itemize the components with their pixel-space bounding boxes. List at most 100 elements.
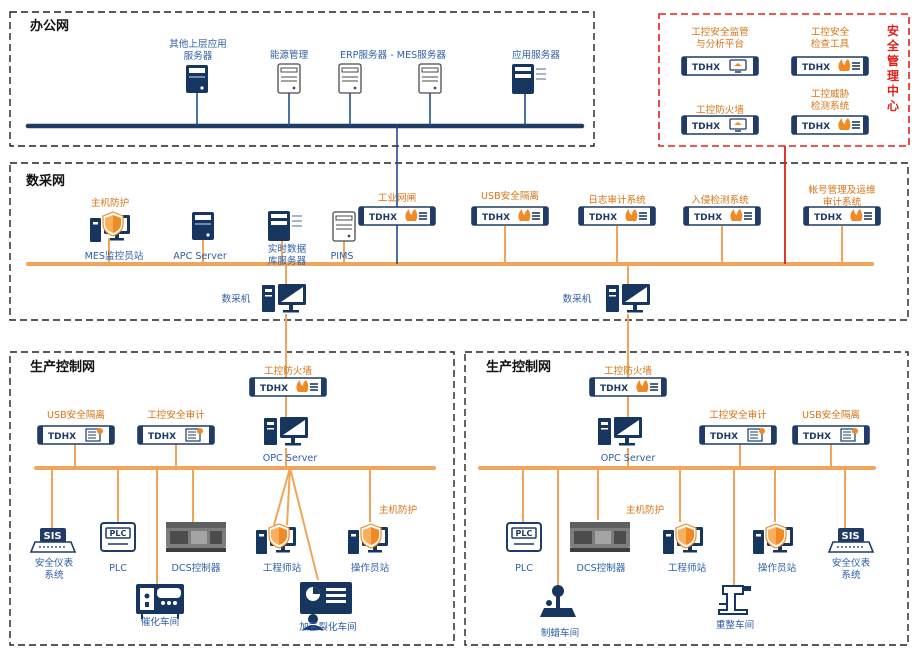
- left-workshop-hydrocracking[interactable]: 加氢裂化车间: [299, 582, 357, 633]
- prod-right-zone-title: 生产控制网: [486, 359, 551, 375]
- erp-server[interactable]: [338, 63, 362, 94]
- left-usb-isolation[interactable]: USB安全隔离: [37, 409, 115, 445]
- svg-text:制蜡车间: 制蜡车间: [541, 627, 579, 639]
- svg-text:工控安全审计: 工控安全审计: [709, 409, 767, 421]
- svg-text:主机防护: 主机防护: [626, 504, 664, 516]
- svg-text:工业网闸: 工业网闸: [378, 192, 416, 204]
- svg-text:实时数据: 实时数据: [268, 243, 307, 255]
- apc-server[interactable]: APC Server: [173, 212, 227, 262]
- svg-text:检查工具: 检查工具: [811, 38, 850, 50]
- svg-text:APC Server: APC Server: [173, 251, 227, 262]
- right-workshop-wax[interactable]: 制蜡车间: [540, 585, 579, 639]
- svg-text:系统: 系统: [841, 569, 861, 581]
- svg-text:日志审计系统: 日志审计系统: [588, 194, 646, 206]
- svg-text:工控威胁: 工控威胁: [811, 88, 850, 100]
- left-plc[interactable]: PLC: [100, 522, 136, 574]
- left-security-audit[interactable]: 工控安全审计: [137, 409, 215, 445]
- collection-zone-title: 数采网: [26, 173, 65, 189]
- left-operator-station[interactable]: 主机防护 操作员站: [347, 504, 417, 574]
- svg-text:工控安全: 工控安全: [811, 26, 850, 38]
- svg-text:USB安全隔离: USB安全隔离: [481, 190, 539, 202]
- svg-text:服务器: 服务器: [184, 50, 213, 62]
- right-opc-server[interactable]: OPC Server: [598, 417, 655, 464]
- left-engineer-station[interactable]: 工程师站: [255, 523, 302, 574]
- app-server[interactable]: 应用服务器: [511, 49, 560, 95]
- svg-text:操作员站: 操作员站: [758, 562, 797, 574]
- erp-mes-label: ERP服务器 - MES服务器: [340, 49, 446, 61]
- svg-text:USB安全隔离: USB安全隔离: [47, 409, 105, 421]
- ics-threat-detection[interactable]: 工控威胁 检测系统: [791, 88, 869, 135]
- svg-text:操作员站: 操作员站: [351, 562, 390, 574]
- realtime-db-server[interactable]: 实时数据 库服务器: [267, 210, 307, 267]
- right-sis[interactable]: 安全仪表 系统: [828, 527, 874, 581]
- svg-text:审计系统: 审计系统: [823, 196, 862, 208]
- left-dcs-controller[interactable]: DCS控制器: [166, 522, 226, 574]
- svg-text:其他上层应用: 其他上层应用: [169, 38, 227, 50]
- right-firewall[interactable]: 工控防火墙: [589, 365, 667, 397]
- svg-text:主机防护: 主机防护: [379, 504, 417, 516]
- svg-text:DCS控制器: DCS控制器: [577, 562, 626, 574]
- svg-text:心: 心: [887, 99, 899, 113]
- office-zone-title: 办公网: [30, 18, 69, 34]
- svg-text:OPC Server: OPC Server: [263, 453, 318, 464]
- data-collection-zone: [9, 162, 909, 321]
- right-engineer-station[interactable]: 主机防护 工程师站: [626, 504, 707, 574]
- production-right-zone: [464, 351, 909, 646]
- right-security-audit[interactable]: 工控安全审计: [699, 409, 777, 445]
- svg-text:系统: 系统: [44, 569, 64, 581]
- svg-text:工控防火墙: 工控防火墙: [604, 365, 652, 377]
- svg-text:全: 全: [886, 38, 900, 53]
- svg-text:数采机: 数采机: [222, 293, 251, 305]
- right-operator-station[interactable]: 操作员站: [752, 523, 797, 574]
- svg-text:帐号管理及运维: 帐号管理及运维: [808, 184, 876, 196]
- svg-text:DCS控制器: DCS控制器: [172, 562, 221, 574]
- other-app-server[interactable]: 其他上层应用 服务器: [169, 38, 227, 93]
- svg-text:主机防护: 主机防护: [91, 197, 129, 209]
- svg-text:催化车间: 催化车间: [141, 616, 179, 628]
- svg-text:PLC: PLC: [515, 563, 533, 574]
- svg-text:理: 理: [887, 69, 899, 83]
- left-workshop-catalytic[interactable]: 催化车间: [135, 583, 185, 628]
- left-sis[interactable]: 安全仪表 系统: [30, 527, 76, 581]
- mes-monitor-station[interactable]: 主机防护 MES监控员站: [85, 197, 144, 262]
- data-collector-left[interactable]: 数采机: [222, 284, 306, 313]
- production-left-zone: [9, 351, 455, 646]
- svg-text:库服务器: 库服务器: [268, 255, 307, 267]
- data-collector-right[interactable]: 数采机: [563, 284, 650, 313]
- svg-text:USB安全隔离: USB安全隔离: [802, 409, 860, 421]
- svg-text:能源管理: 能源管理: [270, 49, 309, 61]
- intrusion-detection-system[interactable]: 入侵检测系统: [683, 194, 761, 226]
- right-workshop-reforming[interactable]: 重整车间: [716, 585, 754, 631]
- pims-server[interactable]: PIMS: [331, 211, 356, 262]
- svg-text:工程师站: 工程师站: [263, 562, 302, 574]
- svg-text:检测系统: 检测系统: [811, 100, 850, 112]
- svg-text:管: 管: [887, 53, 899, 68]
- account-audit-system[interactable]: 帐号管理及运维 审计系统: [803, 184, 881, 226]
- prod-left-zone-title: 生产控制网: [30, 359, 95, 375]
- svg-text:加氢裂化车间: 加氢裂化车间: [299, 621, 357, 633]
- svg-text:OPC Server: OPC Server: [601, 453, 656, 464]
- log-audit-system[interactable]: 日志审计系统: [578, 194, 656, 226]
- right-dcs-controller[interactable]: DCS控制器: [570, 522, 630, 574]
- right-usb-isolation[interactable]: USB安全隔离: [792, 409, 870, 445]
- svg-text:安: 安: [887, 23, 899, 38]
- left-opc-server[interactable]: OPC Server: [263, 417, 318, 464]
- ics-check-tool[interactable]: 工控安全 检查工具: [791, 26, 869, 76]
- left-firewall[interactable]: 工控防火墙: [249, 365, 327, 397]
- svg-text:MES监控员站: MES监控员站: [85, 250, 144, 262]
- industrial-gateway[interactable]: 工业网闸: [358, 192, 436, 226]
- svg-text:工程师站: 工程师站: [668, 562, 707, 574]
- svg-text:工控安全审计: 工控安全审计: [147, 409, 205, 421]
- svg-text:数采机: 数采机: [563, 293, 592, 305]
- svg-text:应用服务器: 应用服务器: [512, 49, 560, 61]
- right-plc[interactable]: PLC: [506, 522, 542, 574]
- svg-text:PLC: PLC: [109, 563, 127, 574]
- ics-firewall-center[interactable]: 工控防火墙: [681, 104, 759, 135]
- mes-server[interactable]: [418, 63, 442, 94]
- svg-text:与分析平台: 与分析平台: [696, 38, 744, 50]
- ics-monitor-platform[interactable]: 工控安全监管 与分析平台: [681, 26, 759, 76]
- usb-isolation-collection[interactable]: USB安全隔离: [471, 190, 549, 226]
- energy-server[interactable]: 能源管理: [270, 49, 309, 94]
- office-network-zone: [9, 11, 595, 147]
